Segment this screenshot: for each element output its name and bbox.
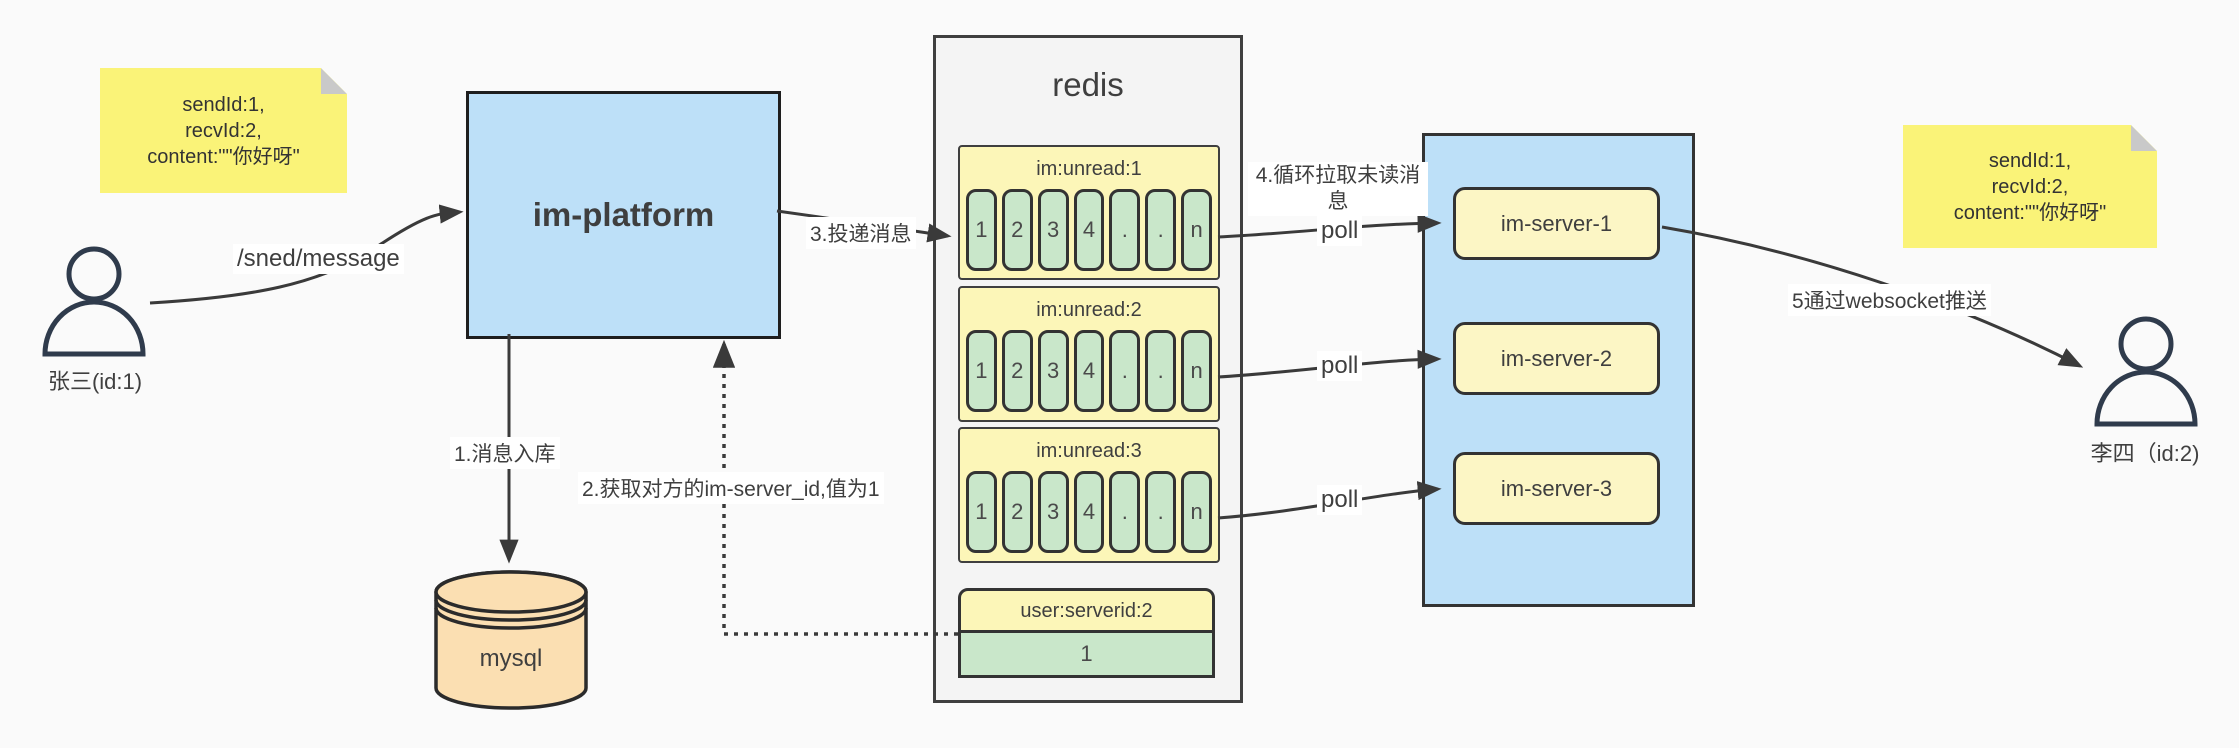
queue-cell: 2 bbox=[1001, 189, 1033, 271]
message-note-right: sendId:1, recvId:2, content:""你好呀" bbox=[1903, 125, 2157, 248]
edge-label-poll-3: poll bbox=[1317, 485, 1363, 515]
edge-label-push: 5通过websocket推送 bbox=[1788, 284, 1991, 316]
im-server-3-box: im-server-3 bbox=[1453, 452, 1660, 525]
queue-cell: . bbox=[1109, 471, 1141, 553]
queue-cell: 3 bbox=[1037, 330, 1069, 412]
im-platform-label: im-platform bbox=[532, 196, 715, 233]
queue-label: im:unread:2 bbox=[1036, 299, 1142, 321]
edge-label-store: 1.消息入库 bbox=[450, 437, 560, 469]
queue-im-unread-3: im:unread:3 1 2 3 4 . . n bbox=[958, 427, 1220, 563]
note-line: content:""你好呀" bbox=[1953, 201, 2107, 224]
queue-cell: 4 bbox=[1073, 189, 1105, 271]
queue-cell: . bbox=[1109, 189, 1141, 271]
queue-cells: 1 2 3 4 . . n bbox=[966, 330, 1213, 412]
queue-cell: . bbox=[1145, 330, 1177, 412]
note-line: content:""你好呀" bbox=[147, 145, 300, 168]
im-server-label: im-server-1 bbox=[1500, 210, 1613, 236]
edge-label-lookup: 2.获取对方的im-server_id,值为1 bbox=[578, 472, 884, 504]
im-server-label: im-server-2 bbox=[1500, 345, 1613, 371]
queue-cell: . bbox=[1145, 471, 1177, 553]
queue-cell: n bbox=[1181, 471, 1213, 553]
queue-im-unread-2: im:unread:2 1 2 3 4 . . n bbox=[958, 286, 1220, 422]
edge-label-deliver: 3.投递消息 bbox=[806, 217, 916, 249]
mysql-label: mysql bbox=[479, 645, 543, 672]
edge-label-pull: 4.循环拉取未读消息 bbox=[1248, 162, 1428, 216]
note-line: sendId:1, bbox=[182, 93, 265, 116]
user-icon-receiver bbox=[2094, 316, 2198, 427]
note-fold-icon bbox=[2131, 125, 2157, 151]
message-note-left: sendId:1, recvId:2, content:""你好呀" bbox=[100, 68, 347, 193]
queue-cell: . bbox=[1109, 330, 1141, 412]
queue-cell: n bbox=[1181, 330, 1213, 412]
note-line: sendId:1, bbox=[1988, 149, 2072, 172]
queue-cell: 3 bbox=[1037, 471, 1069, 553]
queue-cell: 1 bbox=[966, 471, 997, 553]
im-platform-box: im-platform bbox=[466, 91, 781, 339]
note-line: recvId:2, bbox=[1991, 175, 2069, 198]
mysql-database-icon bbox=[434, 570, 588, 710]
queue-cell: 3 bbox=[1037, 189, 1069, 271]
queue-label: im:unread:3 bbox=[1036, 440, 1142, 462]
queue-cell: 4 bbox=[1073, 330, 1105, 412]
receiver-label: 李四（id:2) bbox=[2090, 441, 2200, 466]
queue-cell: 2 bbox=[1001, 330, 1033, 412]
mapping-key: user:serverid:2 bbox=[958, 588, 1215, 633]
queue-cell: 4 bbox=[1073, 471, 1105, 553]
queue-cells: 1 2 3 4 . . n bbox=[966, 189, 1213, 271]
queue-im-unread-1: im:unread:1 1 2 3 4 . . n bbox=[958, 145, 1220, 280]
queue-cell: . bbox=[1145, 189, 1177, 271]
queue-cell: n bbox=[1181, 189, 1213, 271]
queue-cells: 1 2 3 4 . . n bbox=[966, 471, 1213, 553]
user-icon-sender bbox=[42, 246, 146, 357]
mapping-value: 1 bbox=[958, 633, 1215, 678]
note-fold-icon bbox=[321, 68, 347, 94]
note-line: recvId:2, bbox=[185, 119, 262, 142]
edge-label-send: /sned/message bbox=[233, 244, 404, 274]
edge-label-poll-1: poll bbox=[1317, 216, 1363, 246]
sender-label: 张三(id:1) bbox=[47, 369, 143, 394]
queue-cell: 2 bbox=[1001, 471, 1033, 553]
im-server-label: im-server-3 bbox=[1500, 475, 1613, 501]
edge-label-poll-2: poll bbox=[1317, 351, 1363, 381]
user-serverid-mapping: user:serverid:2 1 bbox=[958, 588, 1215, 678]
queue-cell: 1 bbox=[966, 330, 997, 412]
redis-title: redis bbox=[1052, 66, 1124, 103]
queue-label: im:unread:1 bbox=[1036, 158, 1142, 180]
queue-cell: 1 bbox=[966, 189, 997, 271]
im-server-2-box: im-server-2 bbox=[1453, 322, 1660, 395]
im-server-1-box: im-server-1 bbox=[1453, 187, 1660, 260]
